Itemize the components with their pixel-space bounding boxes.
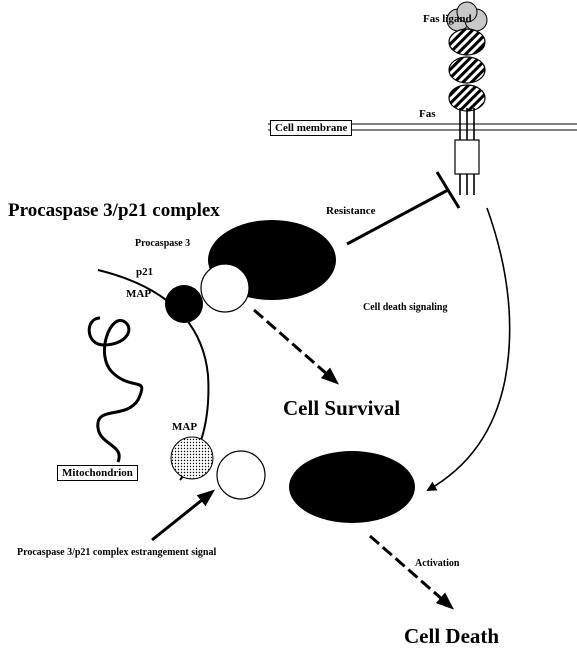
fas-death-domain	[454, 139, 480, 175]
cell-survival-label: Cell Survival	[283, 396, 401, 420]
cell-membrane-label: Cell membrane	[270, 120, 353, 136]
map-circle-top	[165, 285, 203, 323]
procaspase-complex-title: Procaspase 3/p21 complex	[8, 200, 220, 221]
survival-arrow	[253, 308, 340, 385]
cell-death-signaling-label: Cell death signaling	[363, 302, 448, 313]
resistance-label: Resistance	[326, 205, 376, 217]
procaspase3-ellipse-bottom	[289, 451, 415, 523]
map-label-top: MAP	[126, 288, 152, 300]
p21-label: p21	[136, 266, 154, 278]
mitochondrion-label: Mitochondrion	[57, 465, 138, 481]
activation-label: Activation	[415, 558, 460, 569]
activation-arrow	[369, 534, 455, 610]
map-circle-bottom	[170, 436, 214, 480]
estrangement-signal-label: Procaspase 3/p21 complex estrangement si…	[17, 547, 217, 558]
map-label-bottom: MAP	[172, 421, 198, 433]
estrangement-arrow	[151, 489, 216, 542]
fas-receptor-trimer	[448, 28, 486, 112]
cell-death-label: Cell Death	[404, 624, 500, 648]
cell-death-signaling-arrow	[426, 207, 511, 491]
resistance-inhibition-line	[346, 171, 461, 246]
p21-circle-top	[200, 263, 250, 313]
fas-ligand-label: Fas ligand	[423, 13, 472, 25]
mitochondrion-squiggle	[87, 316, 144, 463]
p21-circle-bottom	[216, 450, 266, 500]
procaspase3-label: Procaspase 3	[135, 238, 191, 249]
fas-label: Fas	[419, 108, 436, 120]
fas-ligand-heads	[446, 1, 488, 32]
